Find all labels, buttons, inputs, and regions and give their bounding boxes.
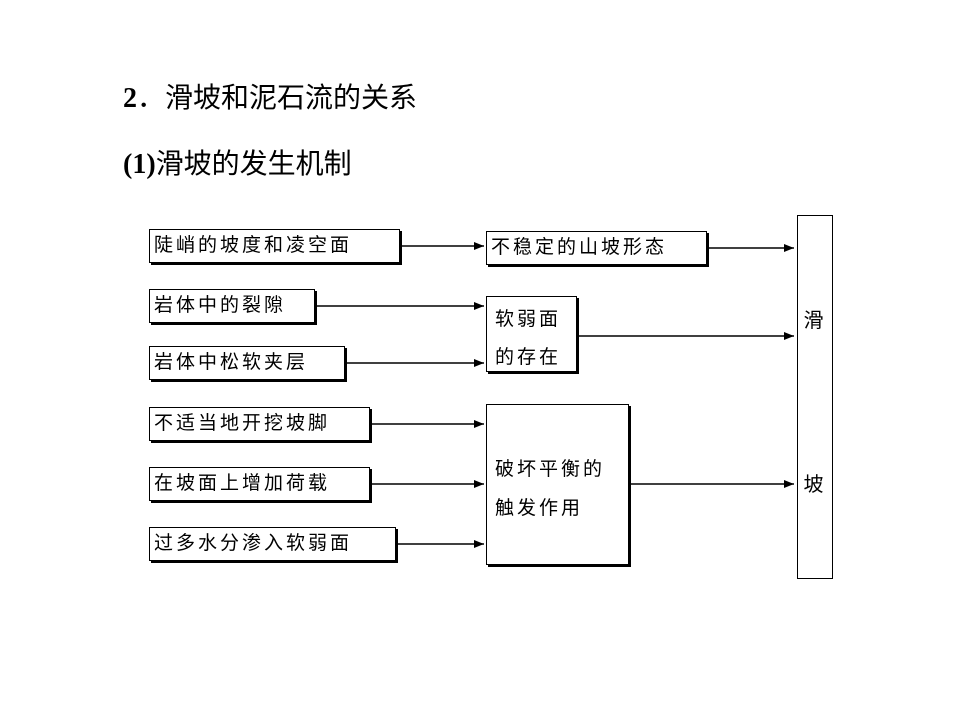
result-char-1: 滑 bbox=[803, 308, 827, 332]
section-number: 2 bbox=[123, 83, 137, 114]
weak-plane-box: 软弱面 的存在 bbox=[486, 296, 577, 372]
cause-steep-slope: 陡峭的坡度和凌空面 bbox=[149, 229, 400, 263]
landslide-result-box: 滑 坡 bbox=[797, 215, 833, 579]
cause-rock-cracks: 岩体中的裂隙 bbox=[149, 289, 315, 323]
subsection-title-text: 滑坡的发生机制 bbox=[155, 147, 352, 180]
trigger-box: 破坏平衡的 触发作用 bbox=[486, 404, 629, 565]
weak-plane-line-2: 的存在 bbox=[495, 346, 562, 368]
cause-soft-layer: 岩体中松软夹层 bbox=[149, 346, 345, 380]
unstable-slope-box: 不稳定的山坡形态 bbox=[486, 231, 707, 265]
result-char-2: 坡 bbox=[803, 472, 827, 496]
weak-plane-line-1: 软弱面 bbox=[495, 308, 562, 330]
cause-excavation: 不适当地开挖坡脚 bbox=[149, 407, 370, 441]
trigger-line-2: 触发作用 bbox=[495, 497, 584, 519]
cause-loading: 在坡面上增加荷载 bbox=[149, 467, 370, 501]
cause-water: 过多水分渗入软弱面 bbox=[149, 527, 396, 561]
subsection-title: (1)滑坡的发生机制 bbox=[123, 146, 352, 183]
section-title-text: 滑坡和泥石流的关系 bbox=[165, 81, 418, 114]
section-title: 2．滑坡和泥石流的关系 bbox=[123, 80, 417, 117]
section-dot: ． bbox=[137, 81, 166, 114]
subsection-number: (1) bbox=[123, 149, 156, 180]
trigger-line-1: 破坏平衡的 bbox=[495, 458, 606, 480]
